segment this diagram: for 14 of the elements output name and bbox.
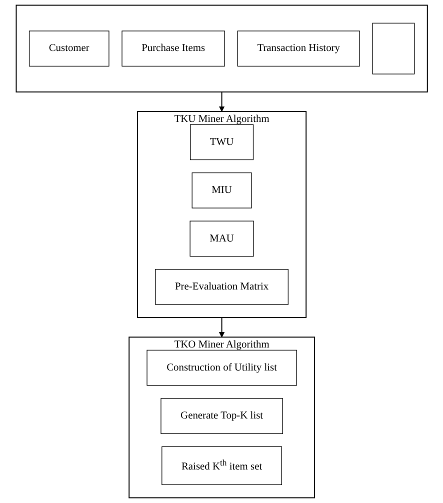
node-box bbox=[372, 22, 414, 74]
node-box: MIU bbox=[191, 172, 252, 208]
node-box: Transaction History bbox=[237, 30, 360, 67]
node-box: Raised K$^{th}$ item set bbox=[161, 446, 282, 486]
node-box: Purchase Items bbox=[121, 30, 225, 67]
arrow bbox=[218, 317, 224, 338]
arrow bbox=[218, 91, 224, 112]
node-box: Customer bbox=[28, 30, 109, 67]
node-box: MAU bbox=[189, 220, 254, 257]
node-box: Pre-Evaluation Matrix bbox=[154, 269, 288, 305]
node-box: TWU bbox=[190, 124, 254, 160]
cluster bbox=[15, 4, 428, 92]
node-box: Generate Top-K list bbox=[160, 398, 283, 434]
node-box: Construction of Utility list bbox=[146, 350, 297, 386]
